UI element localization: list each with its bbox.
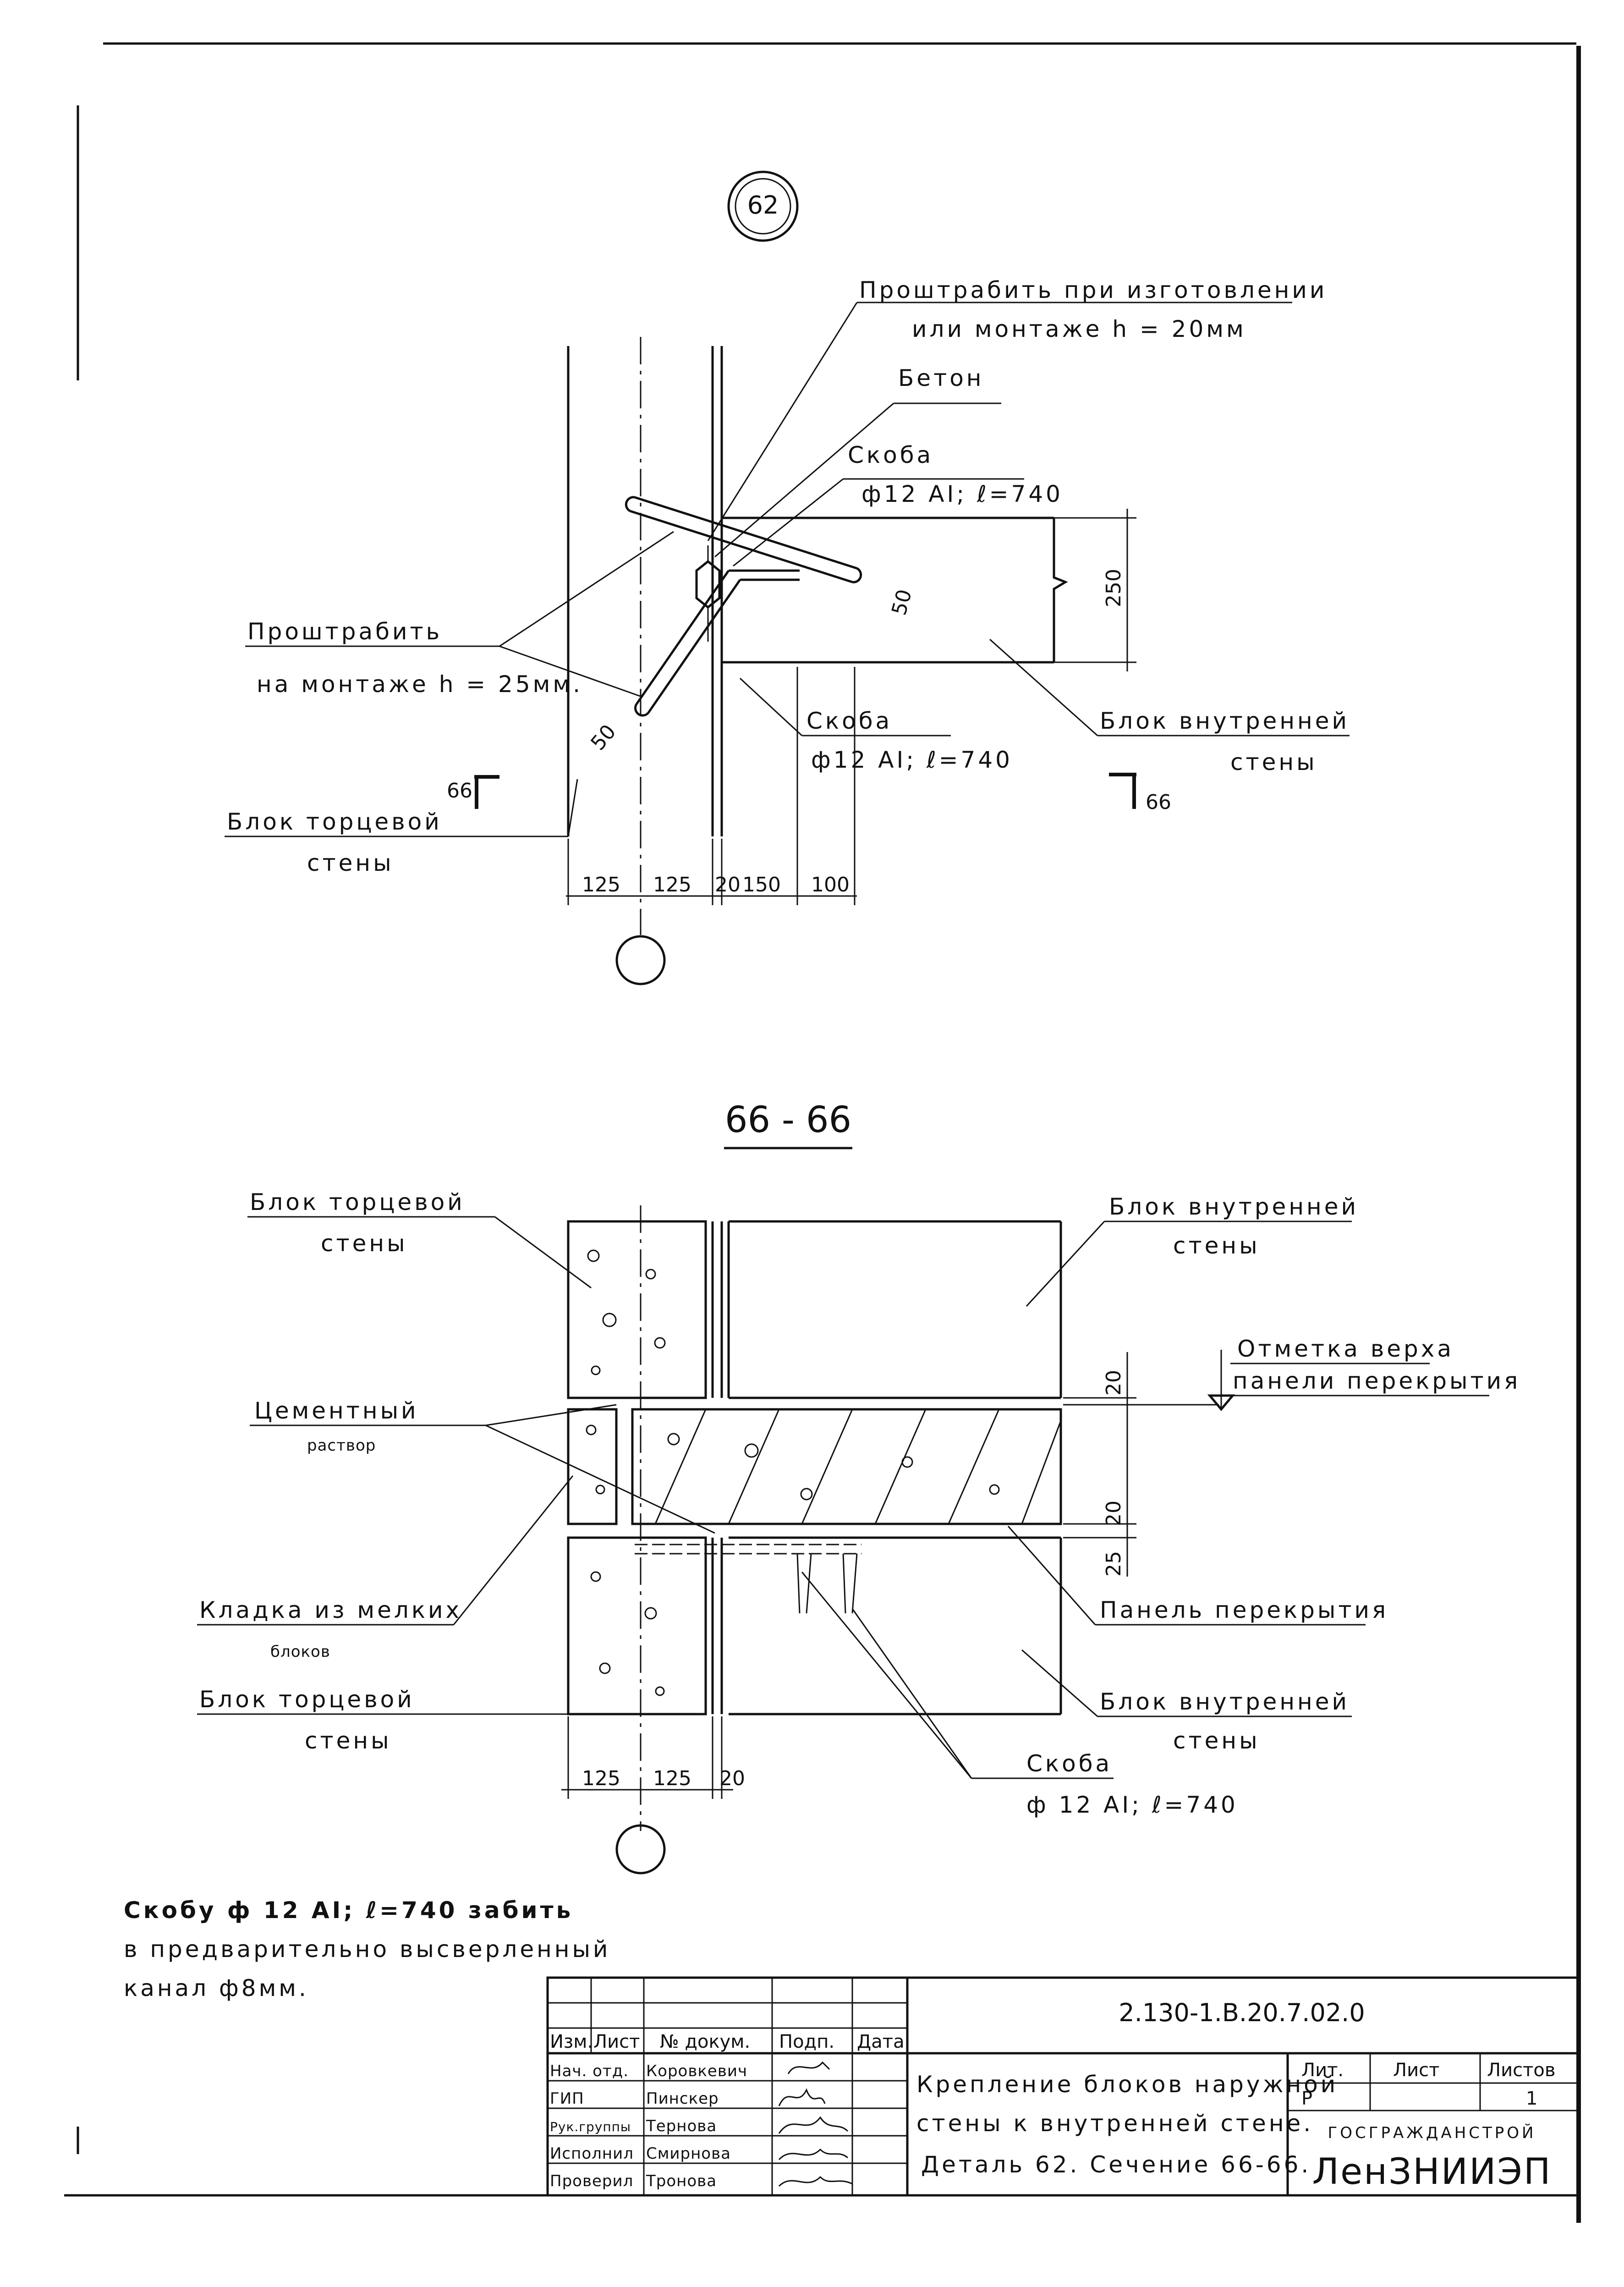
section-mark-right: 66 — [1109, 773, 1171, 814]
slab-hatch — [654, 1409, 1062, 1524]
dim-detail-4: 150 — [742, 873, 781, 896]
label-inner-block-2: стены — [1230, 749, 1317, 775]
axis-marker-detail — [615, 935, 666, 985]
detail-number: 62 — [747, 191, 779, 220]
footnote-line-1: Скобу ф 12 AI; ℓ=740 забить — [124, 1897, 573, 1924]
footnote: Скобу ф 12 AI; ℓ=740 забить в предварите… — [124, 1897, 610, 2001]
dim-section-1: 125 — [582, 1767, 620, 1790]
label-bracket-spec: ф 12 AI; ℓ=740 — [1026, 1792, 1238, 1818]
label-end-block-top: Блок торцевой — [250, 1189, 465, 1215]
row-role-1: Нач. отд. — [550, 2062, 629, 2080]
footnote-line-3: канал ф8мм. — [124, 1975, 309, 2001]
label-cement: Цементный — [254, 1397, 419, 1424]
label-end-block-top-2: стены — [321, 1230, 408, 1257]
detail-number-circle — [727, 170, 799, 242]
row-name-1: Коровкевич — [646, 2062, 747, 2080]
dim-section-2: 125 — [653, 1767, 691, 1790]
footnote-line-2: в предварительно высверленный — [124, 1936, 610, 1963]
dim-section-3: 20 — [719, 1767, 745, 1790]
label-bracket-top-spec: ф12 AI; ℓ=740 — [861, 481, 1063, 507]
row-name-3: Тернова — [646, 2117, 717, 2135]
dim-section-25: 25 — [1102, 1551, 1125, 1577]
label-slab: Панель перекрытия — [1100, 1597, 1388, 1623]
header-izm: Изм. — [550, 2031, 593, 2052]
header-sign: Подп. — [779, 2031, 834, 2052]
label-end-block-2: стены — [307, 850, 394, 876]
section-title: 66 - 66 — [725, 1100, 851, 1141]
concrete-aggregate — [586, 1249, 1000, 1696]
note-plaster-top: Проштрабить при изготовлении — [859, 277, 1327, 303]
label-masonry: Кладка из мелких — [199, 1597, 462, 1623]
value-sheets: 1 — [1526, 2088, 1537, 2109]
label-level-mark-2: панели перекрытия — [1233, 1368, 1520, 1394]
header-date: Дата — [857, 2031, 905, 2052]
axis-marker-section — [615, 1824, 666, 1875]
label-plaster-left-2: на монтаже h = 25мм. — [257, 671, 583, 698]
label-level-mark: Отметка верха — [1237, 1336, 1454, 1362]
label-end-block-bottom: Блок торцевой — [199, 1686, 415, 1713]
detail-leaders — [225, 302, 1350, 837]
label-cement-2: раствор — [307, 1436, 376, 1455]
row-role-5: Проверил — [550, 2172, 633, 2190]
dim-250: 250 — [1102, 569, 1125, 607]
title-block: 2.130-1.В.20.7.02.0 Изм. Лист № докум. П… — [546, 1976, 1580, 2197]
dim-detail-3: 20 — [715, 873, 741, 896]
description-1: Крепление блоков наружной — [916, 2071, 1338, 2098]
dim-detail-5: 100 — [811, 873, 850, 896]
label-end-block: Блок торцевой — [227, 808, 442, 835]
value-lit: Р — [1301, 2088, 1312, 2109]
section-mark-left: 66 — [447, 775, 499, 809]
svg-text:66: 66 — [447, 779, 472, 803]
label-inner-block-bottom-2: стены — [1173, 1727, 1260, 1754]
section-66-66: 66 - 66 — [197, 1100, 1520, 1875]
label-end-block-bottom-2: стены — [305, 1727, 392, 1754]
dim-detail-2: 125 — [653, 873, 691, 896]
dim-50b: 50 — [586, 720, 620, 755]
row-name-5: Тронова — [646, 2172, 717, 2190]
header-list: Лист — [593, 2031, 640, 2052]
label-bracket: Скоба — [1026, 1750, 1112, 1777]
label-sheets: Листов — [1487, 2060, 1555, 2081]
label-bracket-bottom: Скоба — [807, 708, 892, 734]
row-name-4: Смирнова — [646, 2144, 731, 2163]
label-bracket-bottom-spec: ф12 AI; ℓ=740 — [811, 747, 1013, 773]
org-2: ЛенЗНИИЭП — [1312, 2151, 1552, 2193]
label-inner-block-bottom: Блок внутренней — [1100, 1688, 1350, 1715]
description-3: Деталь 62. Сечение 66-66. — [921, 2151, 1311, 2178]
drawing-code: 2.130-1.В.20.7.02.0 — [1119, 1998, 1365, 2027]
label-plaster-left: Проштрабить — [247, 618, 442, 645]
detail-62: 62 — [225, 170, 1350, 985]
dim-section-20b: 20 — [1102, 1501, 1125, 1526]
label-bracket-top: Скоба — [848, 442, 933, 468]
label-lit: Лит. — [1301, 2060, 1344, 2081]
description-2: стены к внутренней стене. — [916, 2110, 1313, 2137]
label-inner-block-top: Блок внутренней — [1109, 1193, 1359, 1220]
label-inner-block: Блок внутренней — [1100, 708, 1350, 734]
header-doc: № докум. — [660, 2031, 750, 2052]
row-name-2: Пинскер — [646, 2089, 719, 2108]
dim-detail-1: 125 — [582, 873, 620, 896]
signatures — [778, 2061, 853, 2187]
dim-50a: 50 — [887, 587, 916, 618]
row-role-2: ГИП — [550, 2089, 584, 2108]
svg-text:66: 66 — [1146, 791, 1171, 814]
note-plaster-top-2: или монтаже h = 20мм — [912, 316, 1246, 342]
label-sheet: Лист — [1393, 2060, 1439, 2081]
section-leaders — [197, 1216, 1366, 1779]
org-1: ГОСГРАЖДАНСТРОЙ — [1328, 2123, 1536, 2142]
label-concrete: Бетон — [898, 365, 984, 391]
label-masonry-2: блоков — [270, 1643, 330, 1661]
label-inner-block-top-2: стены — [1173, 1232, 1260, 1259]
dim-section-20a: 20 — [1102, 1370, 1125, 1396]
row-role-4: Исполнил — [550, 2144, 634, 2163]
row-role-3: Рук.группы — [550, 2119, 631, 2134]
